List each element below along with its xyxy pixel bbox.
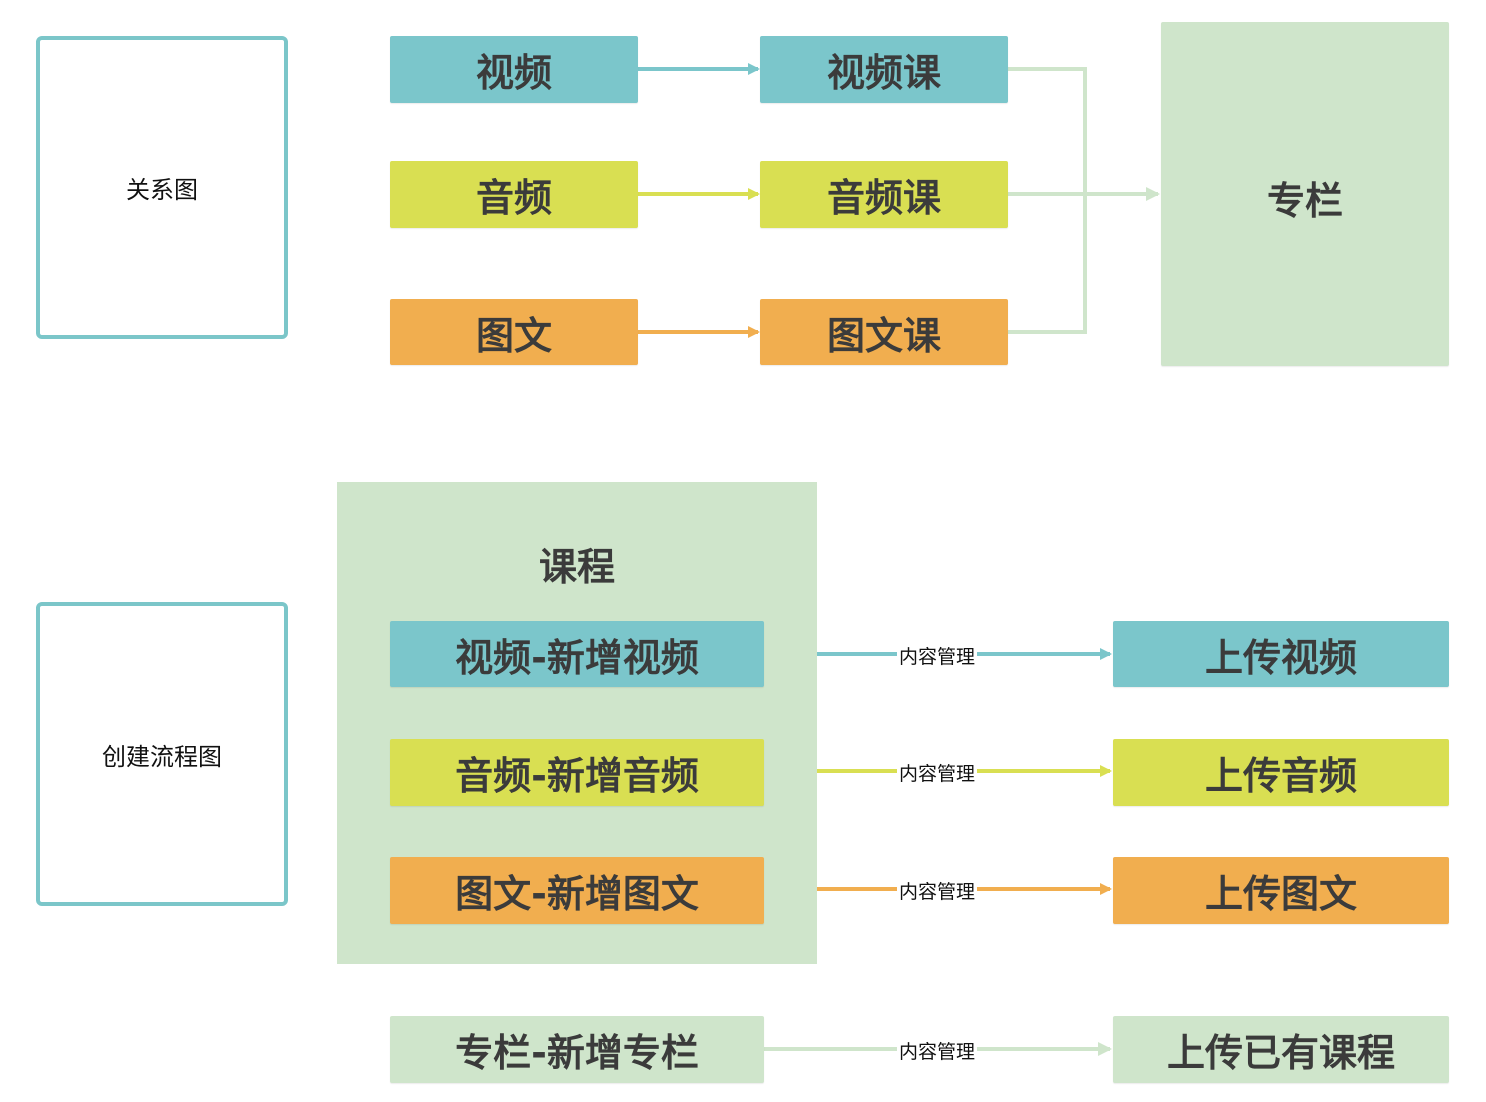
node-text[interactable]: 图文	[390, 299, 638, 365]
node-audio[interactable]: 音频	[390, 161, 638, 228]
node-upload-audio[interactable]: 上传音频	[1113, 739, 1449, 806]
node-column[interactable]: 专栏	[1161, 22, 1449, 366]
node-upload-text[interactable]: 上传图文	[1113, 857, 1449, 924]
relation-diagram-frame: 关系图	[36, 36, 288, 339]
course-group-title: 课程	[539, 545, 616, 589]
relation-diagram-label: 关系图	[126, 176, 198, 204]
node-upload-existing-course[interactable]: 上传已有课程	[1113, 1016, 1449, 1083]
edge-label-column: 内容管理	[897, 1040, 978, 1064]
creation-flow-frame: 创建流程图	[36, 602, 288, 906]
edge-label-video: 内容管理	[897, 645, 978, 669]
node-new-audio[interactable]: 音频-新增音频	[390, 739, 764, 806]
edge-label-audio: 内容管理	[897, 762, 978, 786]
node-text-course[interactable]: 图文课	[760, 299, 1008, 365]
creation-flow-label: 创建流程图	[102, 742, 222, 771]
node-video-course[interactable]: 视频课	[760, 36, 1008, 103]
connector-video-course-to-column	[1008, 67, 1087, 194]
node-audio-course[interactable]: 音频课	[760, 161, 1008, 228]
edge-label-text: 内容管理	[897, 880, 978, 904]
connector-text-course-to-column	[1008, 194, 1087, 334]
node-video[interactable]: 视频	[390, 36, 638, 103]
node-upload-video[interactable]: 上传视频	[1113, 621, 1449, 687]
node-new-column[interactable]: 专栏-新增专栏	[390, 1016, 764, 1083]
node-new-video[interactable]: 视频-新增视频	[390, 621, 764, 687]
node-new-text[interactable]: 图文-新增图文	[390, 857, 764, 924]
